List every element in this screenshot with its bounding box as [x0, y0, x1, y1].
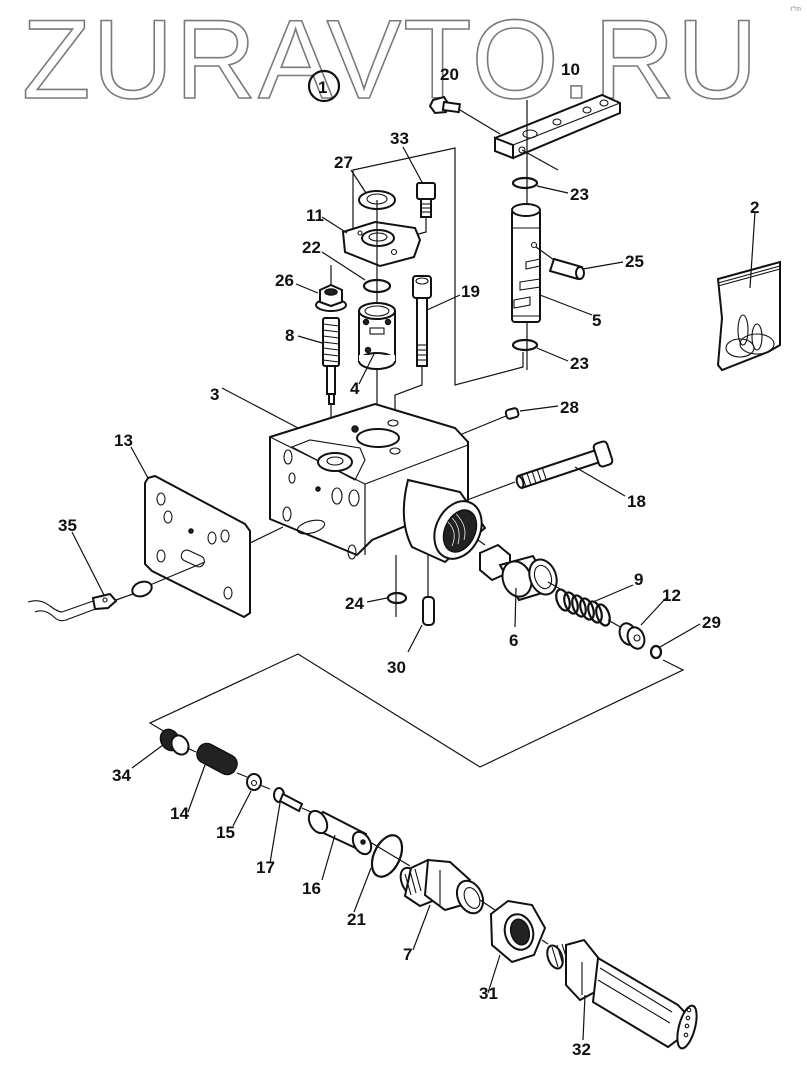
- label-12: 12: [662, 586, 681, 605]
- part-9-adjusting-screw[interactable]: [297, 317, 340, 468]
- callout-labels: 20 10 33 27 23 2 11 22 25 26 19 5 8 23 4…: [58, 60, 759, 1059]
- leader-23-upper: [536, 185, 569, 194]
- label-5: 5: [592, 311, 601, 330]
- part-10-lever[interactable]: [494, 93, 621, 171]
- leader-21: [353, 867, 372, 913]
- part-2-seal-bag[interactable]: [716, 211, 781, 372]
- part-29-oring[interactable]: [649, 644, 663, 660]
- label-28: 28: [560, 398, 579, 417]
- part-11-flange-cover[interactable]: [321, 216, 422, 268]
- leader-29: [659, 623, 701, 648]
- part-18-long-bolt[interactable]: [515, 440, 626, 497]
- part-7-adapter[interactable]: [397, 858, 496, 951]
- label-19: 19: [461, 282, 480, 301]
- part-19-bolt[interactable]: [394, 275, 461, 410]
- leader-24: [366, 597, 388, 603]
- label-3: 3: [210, 385, 219, 404]
- label-4: 4: [350, 379, 360, 398]
- part-8-spring[interactable]: [554, 584, 634, 627]
- part-3-housing[interactable]: [221, 387, 516, 566]
- label-30: 30: [387, 658, 406, 677]
- axis-line-lower: [369, 841, 411, 867]
- part-25-pin[interactable]: [535, 246, 624, 281]
- part-20-screw[interactable]: [428, 95, 501, 135]
- part-4-sleeve[interactable]: [358, 302, 396, 385]
- part-30-dowel-pin[interactable]: [407, 555, 435, 653]
- label-9: 8: [285, 326, 294, 345]
- part-34-connector[interactable]: [544, 938, 700, 1050]
- part-16-cylinder[interactable]: [305, 808, 375, 881]
- label-17: 17: [256, 858, 275, 877]
- part-17-pin[interactable]: [269, 787, 314, 864]
- label-6: 6: [509, 631, 518, 650]
- label-7: 7: [403, 945, 412, 964]
- label-11: 11: [306, 206, 324, 225]
- label-22: 22: [302, 238, 321, 257]
- part-21-oring[interactable]: [366, 831, 408, 882]
- label-1: 1: [318, 78, 327, 97]
- part-33-cap[interactable]: [131, 726, 197, 769]
- label-26: 26: [275, 271, 294, 290]
- part-27-washer[interactable]: [350, 169, 396, 210]
- part-32-socket-screw[interactable]: [402, 146, 436, 239]
- label-21: 21: [347, 910, 366, 929]
- part-23-oring-upper[interactable]: [511, 176, 539, 190]
- part-15-washer[interactable]: [232, 773, 271, 827]
- label-8: 9: [634, 570, 643, 589]
- part-5-spool[interactable]: [511, 203, 593, 323]
- part-35-cable-lug[interactable]: [27, 531, 154, 622]
- part-26-lock-nut[interactable]: [295, 265, 347, 312]
- watermark: ZURAVTO.RU: [22, 0, 760, 122]
- label-2: 2: [750, 198, 759, 217]
- label-29: 29: [702, 613, 721, 632]
- label-20: 20: [440, 65, 459, 84]
- label-23-upper: 23: [570, 185, 589, 204]
- assembly-callout: 1: [307, 69, 341, 103]
- leader-23-lower: [536, 347, 569, 362]
- label-13: 13: [114, 431, 133, 450]
- part-13-gasket-plate[interactable]: [130, 446, 284, 619]
- part-6-piston[interactable]: [477, 539, 563, 628]
- label-23-lower: 23: [570, 354, 589, 373]
- label-31: 31: [479, 984, 498, 1003]
- part-14-spring[interactable]: [187, 740, 248, 813]
- part-31-hex-nut[interactable]: [487, 899, 549, 994]
- label-10: 10: [561, 60, 580, 79]
- group-bracket-bottom: [148, 653, 685, 768]
- label-16: 16: [302, 879, 321, 898]
- part-12-spring-seat[interactable]: [607, 597, 667, 651]
- leader-22: [321, 251, 366, 281]
- corner-mark: r″m: [790, 6, 801, 13]
- part-28-plug[interactable]: [461, 405, 559, 435]
- label-35: 35: [58, 516, 77, 535]
- label-25: 25: [625, 252, 644, 271]
- label-24: 24: [345, 594, 364, 613]
- label-34: 32: [572, 1040, 591, 1059]
- label-14: 14: [170, 804, 189, 823]
- group-bracket-top: [352, 147, 524, 386]
- label-15: 15: [216, 823, 235, 842]
- label-32: 33: [390, 129, 409, 148]
- label-27: 27: [334, 153, 353, 172]
- label-33: 34: [112, 766, 131, 785]
- part-23-oring-lower[interactable]: [511, 338, 539, 352]
- label-18: 18: [627, 492, 646, 511]
- part-24-oring[interactable]: [386, 591, 408, 605]
